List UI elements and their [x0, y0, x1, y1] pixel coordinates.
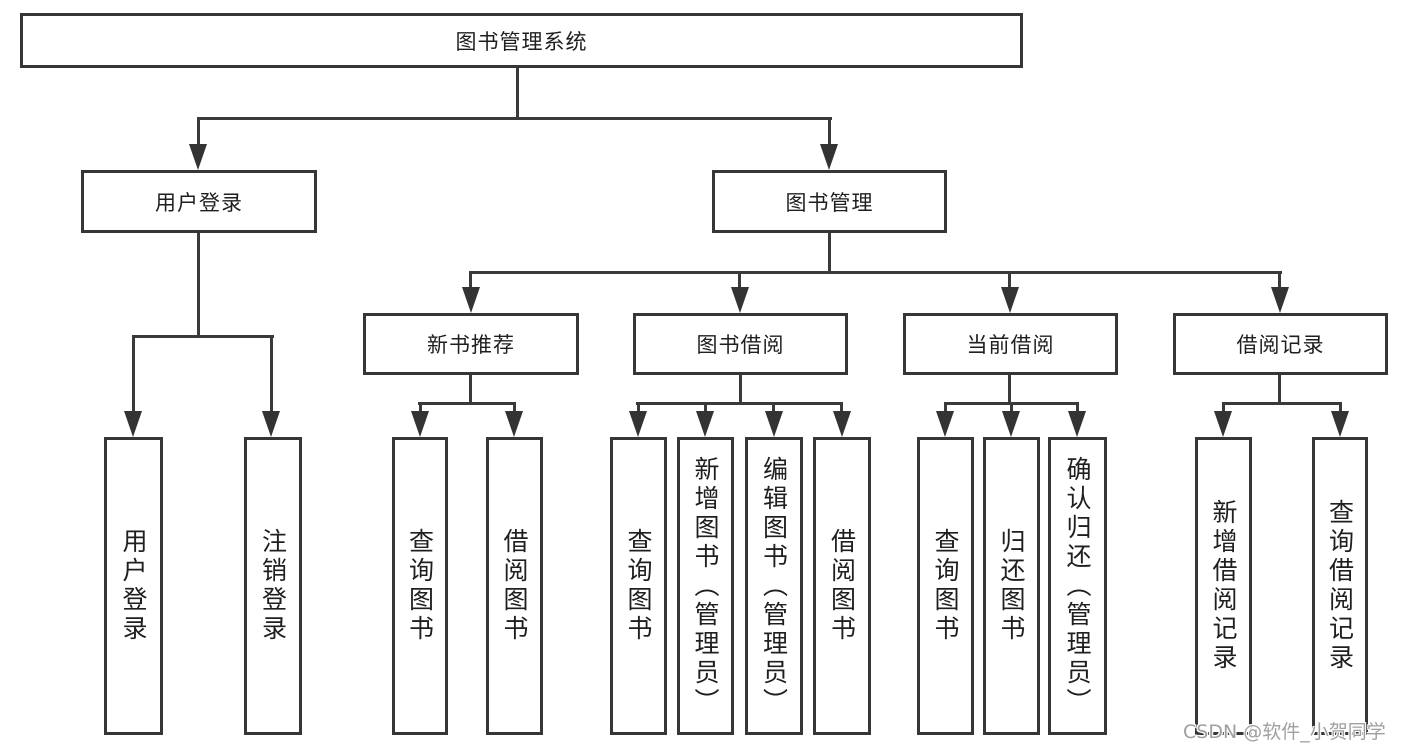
arrow-down-icon [262, 411, 280, 437]
leaf-borrowing-query-books: 查询图书 [610, 437, 667, 735]
leaf-label: 编辑图书（管理员） [759, 455, 789, 717]
watermark-text: CSDN @软件_小贺同学 [1183, 721, 1386, 743]
connector-borrowing-branch [636, 402, 843, 405]
leaf-label: 确认归还（管理员） [1063, 455, 1092, 717]
node-label: 当前借阅 [966, 333, 1055, 357]
connector-drop [1076, 402, 1079, 413]
arrow-down-icon [1068, 411, 1086, 437]
node-label: 新书推荐 [427, 333, 515, 357]
connector-newbook-stub [469, 374, 472, 405]
connector-userlogin-branch [132, 335, 274, 338]
arrow-down-icon [462, 287, 480, 313]
connector-root-stub [516, 68, 519, 120]
node-library-management-system: 图书管理系统 [20, 13, 1023, 68]
connector-drop-user-login [197, 117, 200, 145]
leaf-label: 归还图书 [997, 528, 1026, 644]
node-borrowing-records: 借阅记录 [1173, 313, 1388, 375]
leaf-label: 新增图书（管理员） [691, 455, 720, 717]
connector-drop [419, 402, 422, 413]
arrow-down-icon [505, 411, 523, 437]
connector-drop-book-management [828, 117, 831, 145]
connector-records-branch [1222, 402, 1342, 405]
connector-drop-leaf-login [132, 335, 135, 413]
arrow-down-icon [1214, 411, 1232, 437]
arrow-down-icon [833, 411, 851, 437]
node-label: 图书借阅 [696, 333, 785, 357]
connector-newbook-branch [418, 402, 516, 405]
leaf-logout: 注销登录 [244, 437, 302, 735]
connector-drop [1010, 402, 1013, 413]
node-book-management: 图书管理 [712, 170, 947, 233]
node-label: 图书管理系统 [455, 29, 588, 54]
leaf-borrowing-borrow-books: 借阅图书 [813, 437, 871, 735]
leaf-current-confirm-return-admin: 确认归还（管理员） [1048, 437, 1107, 735]
connector-bookmgmt-stub [828, 233, 831, 274]
arrow-down-icon [765, 411, 783, 437]
node-new-book-recommendation: 新书推荐 [363, 313, 579, 375]
leaf-label: 新增借阅记录 [1209, 499, 1238, 673]
arrow-down-icon [1271, 287, 1289, 313]
arrow-down-icon [629, 411, 647, 437]
connector-drop [1222, 402, 1225, 413]
node-label: 图书管理 [785, 190, 874, 215]
arrow-down-icon [1002, 411, 1020, 437]
connector-records-stub [1278, 374, 1281, 405]
node-current-borrowing: 当前借阅 [903, 313, 1118, 375]
leaf-label: 查询图书 [624, 528, 653, 644]
leaf-borrowing-add-books-admin: 新增图书（管理员） [677, 437, 734, 735]
arrow-down-icon [731, 287, 749, 313]
leaf-label: 查询图书 [931, 528, 960, 644]
leaf-current-query-books: 查询图书 [917, 437, 974, 735]
connector-drop [1339, 402, 1342, 413]
connector-drop [772, 402, 775, 413]
arrow-down-icon [1331, 411, 1349, 437]
leaf-newbook-query-books: 查询图书 [392, 437, 448, 735]
arrow-down-icon [936, 411, 954, 437]
connector-drop [637, 402, 640, 413]
leaf-label: 注销登录 [258, 528, 288, 644]
leaf-user-login: 用户登录 [104, 437, 163, 735]
connector-borrowing-stub [739, 374, 742, 405]
connector-drop-borrowing-records [1278, 271, 1281, 289]
connector-drop-book-borrowing [738, 271, 741, 289]
connector-drop [840, 402, 843, 413]
arrow-down-icon [696, 411, 714, 437]
connector-drop [513, 402, 516, 413]
leaf-label: 查询借阅记录 [1325, 499, 1355, 673]
connector-drop-leaf-logout [270, 335, 273, 413]
connector-userlogin-stub [197, 233, 200, 337]
connector-bookmgmt-branch [469, 271, 1282, 274]
connector-drop [944, 402, 947, 413]
arrow-down-icon [820, 144, 838, 170]
arrow-down-icon [1001, 287, 1019, 313]
node-label: 借阅记录 [1236, 333, 1325, 357]
arrow-down-icon [124, 411, 142, 437]
connector-drop-current-borrowing [1008, 271, 1011, 289]
leaf-label: 借阅图书 [827, 528, 857, 644]
leaf-borrowing-edit-books-admin: 编辑图书（管理员） [745, 437, 803, 735]
node-book-borrowing: 图书借阅 [633, 313, 848, 375]
leaf-records-query-record: 查询借阅记录 [1312, 437, 1368, 735]
connector-current-stub [1008, 374, 1011, 405]
leaf-current-return-books: 归还图书 [983, 437, 1040, 735]
connector-drop-new-book [469, 271, 472, 289]
arrow-down-icon [411, 411, 429, 437]
arrow-down-icon [189, 144, 207, 170]
leaf-label: 查询图书 [405, 528, 435, 644]
leaf-newbook-borrow-books: 借阅图书 [486, 437, 543, 735]
connector-root-branch [197, 117, 832, 120]
leaf-label: 用户登录 [119, 528, 148, 644]
leaf-label: 借阅图书 [500, 528, 529, 644]
node-user-login: 用户登录 [81, 170, 317, 233]
leaf-records-add-record: 新增借阅记录 [1195, 437, 1252, 735]
node-label: 用户登录 [155, 190, 243, 215]
connector-drop [704, 402, 707, 413]
